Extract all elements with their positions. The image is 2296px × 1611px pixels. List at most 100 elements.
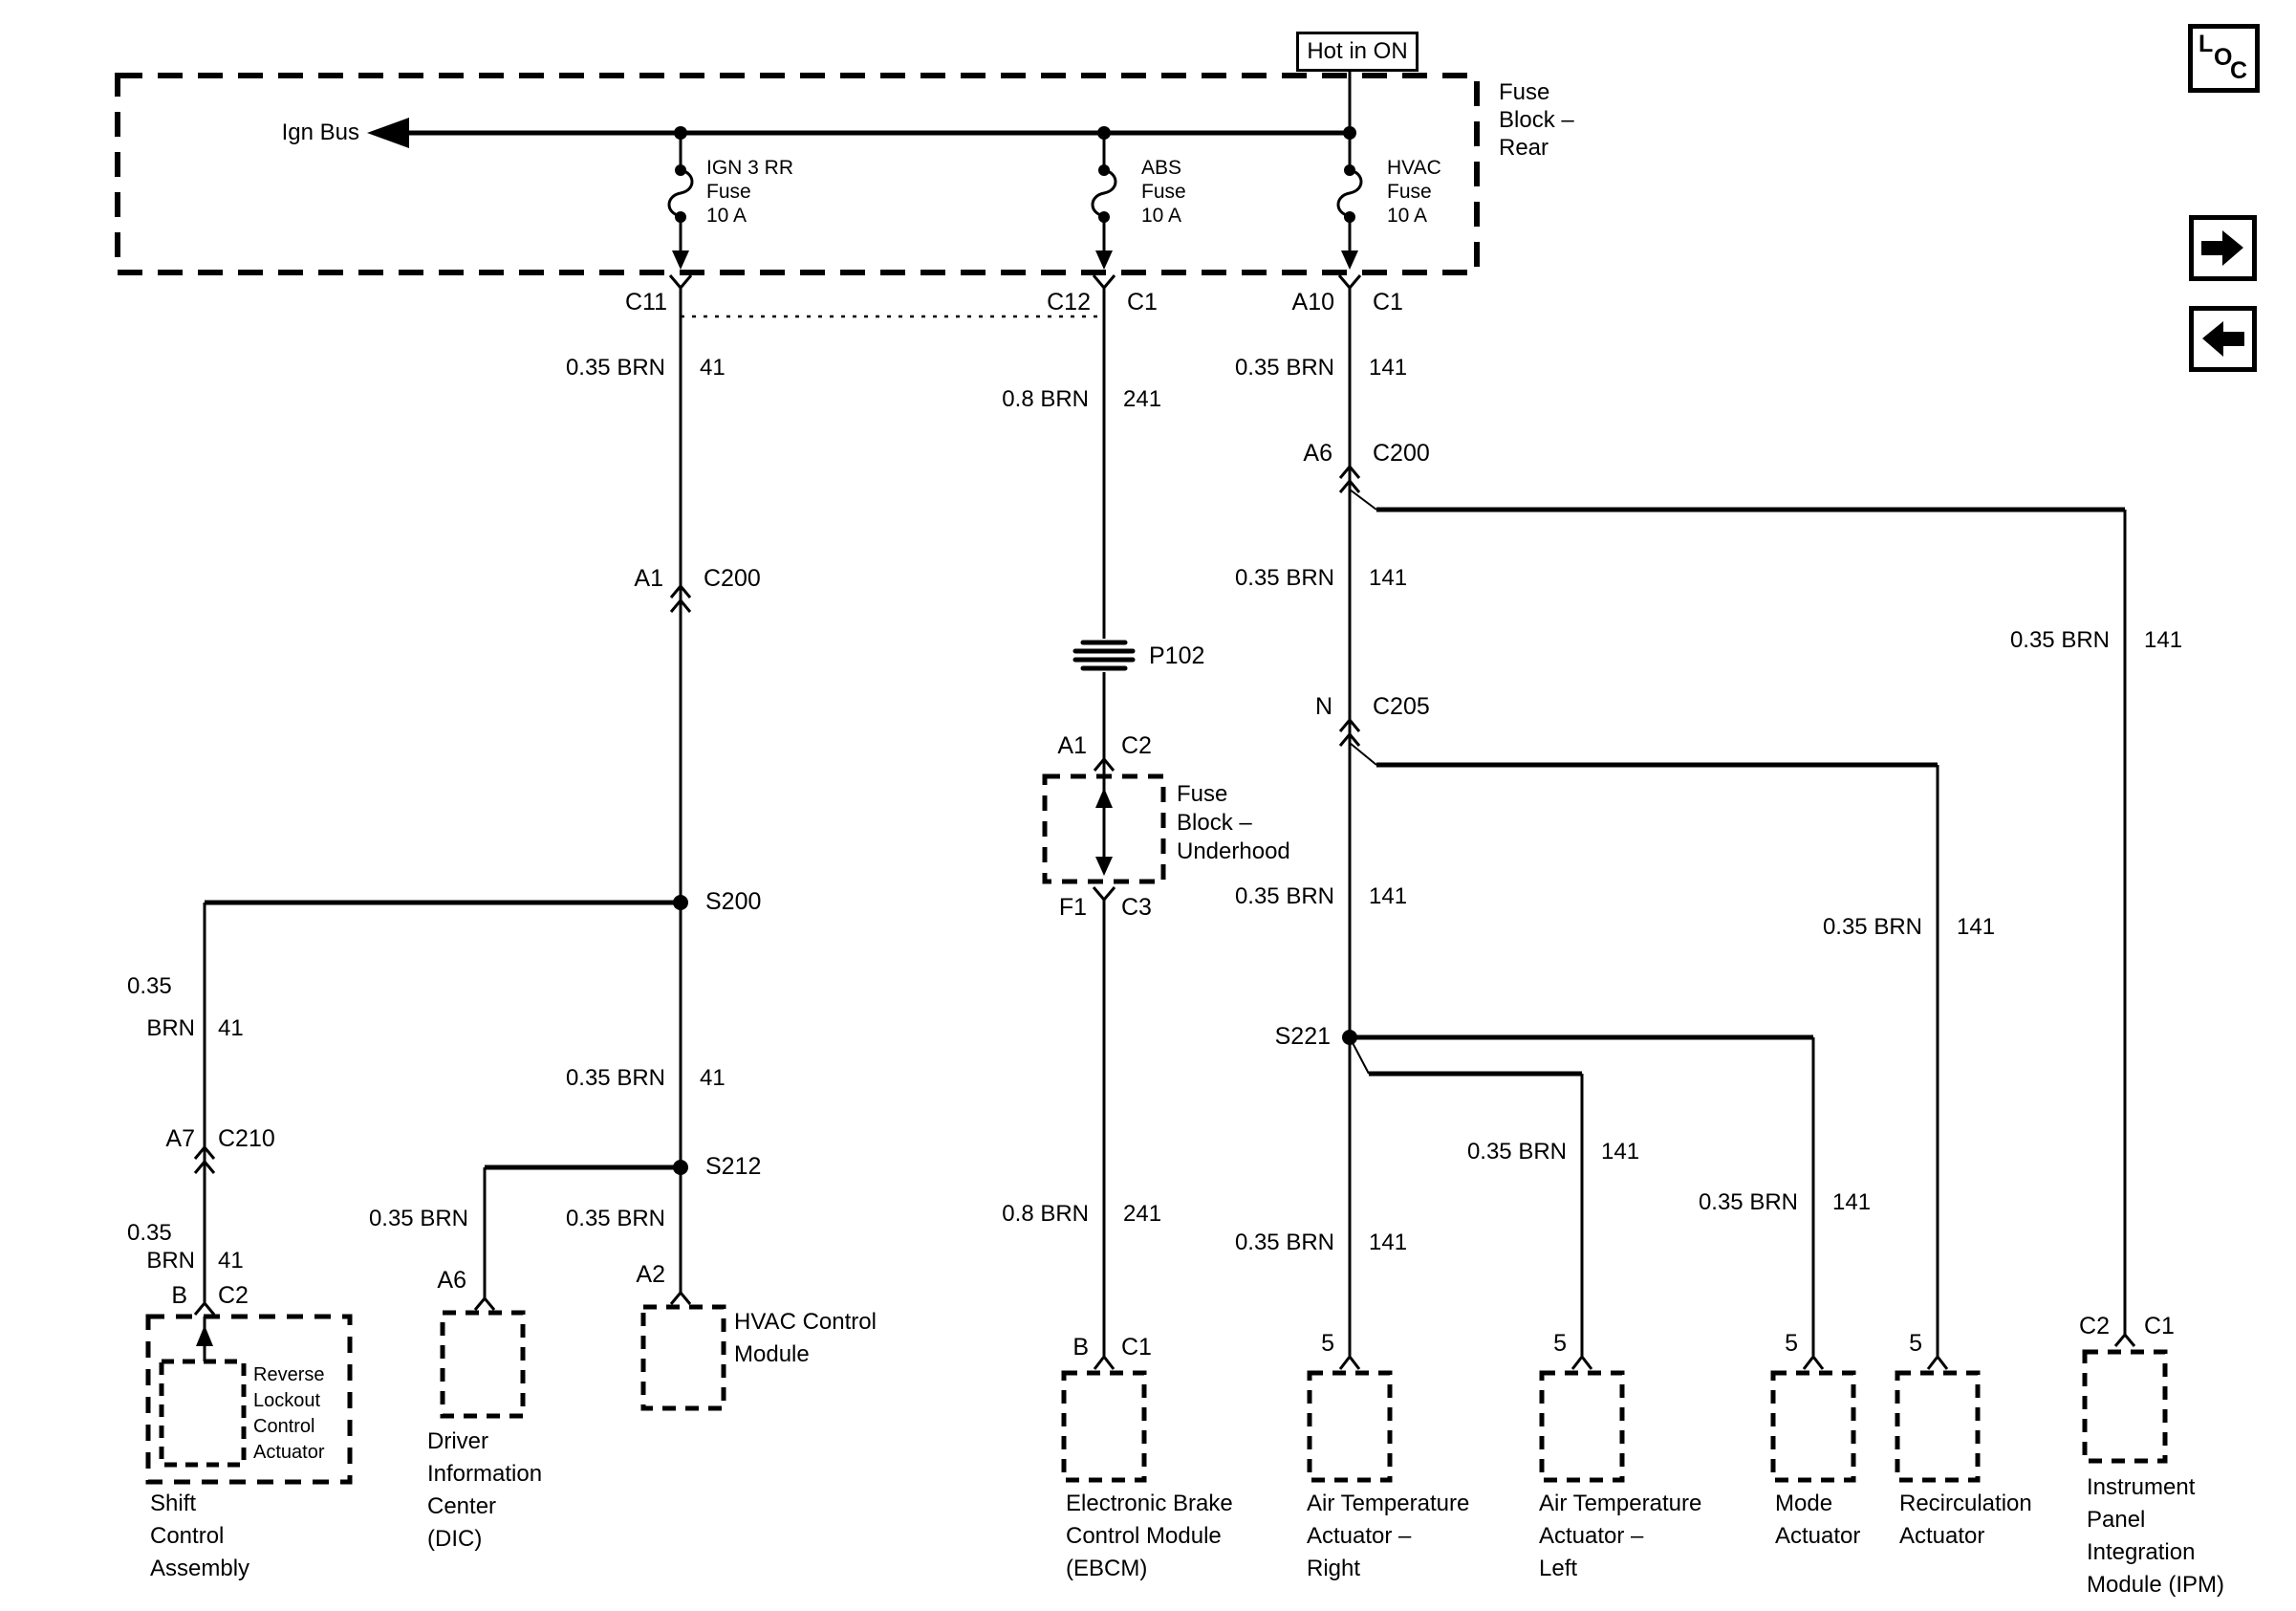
- hvac-module-label-1: HVAC Control: [732, 1309, 878, 1335]
- underhood-label-1: Fuse: [1175, 781, 1230, 807]
- reverse-lockout-label-1: Reverse: [251, 1364, 327, 1385]
- ign-bus-label: Ign Bus: [279, 120, 361, 145]
- connector-c11-label: C11: [622, 289, 669, 316]
- fuse-hvac-symbol: [1336, 133, 1363, 291]
- dic-module-label-1: Driver: [425, 1428, 490, 1454]
- connector-a7-c210-pin: A7: [163, 1125, 197, 1152]
- hvac-module-label-2: Module: [732, 1341, 812, 1367]
- wire-label-141-circuit: 141: [1367, 355, 1410, 381]
- wire-label-41-gauge: 0.35 BRN: [563, 355, 667, 381]
- left-arrow-icon: [2202, 321, 2244, 357]
- reverse-lockout-label-2: Lockout: [251, 1390, 323, 1411]
- reverse-lockout-actuator-outline: [159, 1359, 247, 1468]
- wire-label-branch-low-gauge2: BRN: [144, 1248, 197, 1274]
- ebcm-module-label-2: Control Module: [1064, 1523, 1224, 1549]
- recirculation-actuator-outline: [1895, 1370, 1981, 1483]
- fuse-abs-label-3: 10 A: [1139, 205, 1184, 228]
- wire-label-41-circuit: 41: [698, 355, 727, 381]
- hvac-control-module-outline: [640, 1304, 726, 1411]
- fuse-hvac-label-2: Fuse: [1385, 181, 1434, 204]
- wire-label-atl-gauge: 0.35 BRN: [1464, 1139, 1569, 1165]
- connector-c12-conn: C1: [1125, 289, 1159, 316]
- connector-n-c205-conn: C205: [1371, 693, 1432, 720]
- wire-label-ipm-circuit: 141: [2142, 627, 2185, 653]
- wire-label-mode-circuit: 141: [1830, 1189, 1874, 1215]
- previous-page-button[interactable]: [2189, 306, 2257, 372]
- connector-c12-pin: C12: [1045, 289, 1093, 316]
- connector-pin5-recirc: 5: [1907, 1330, 1924, 1357]
- wire-label-mode-gauge: 0.35 BRN: [1696, 1189, 1800, 1215]
- dic-outline: [440, 1310, 526, 1419]
- wire-label-c205-gauge: 0.35 BRN: [1232, 883, 1336, 909]
- wire-label-atr-circuit: 141: [1367, 1230, 1410, 1255]
- right-arrow-icon: [2201, 230, 2243, 266]
- wire-label-branch-up-gauge1: 0.35: [125, 973, 174, 999]
- wire-label-c205-circuit: 141: [1367, 883, 1410, 909]
- dic-module-label-4: (DIC): [425, 1526, 485, 1552]
- splice-s221-label: S221: [1272, 1023, 1332, 1050]
- shift-module-label-3: Assembly: [148, 1556, 252, 1581]
- reverse-lockout-label-4: Actuator: [251, 1442, 327, 1463]
- fuse-ign3rr-symbol: [667, 133, 694, 291]
- connector-a6-dic-pin: A6: [435, 1267, 468, 1294]
- connector-b-c1-pin: B: [1071, 1334, 1091, 1361]
- wire-label-a6-gauge: 0.35 BRN: [1232, 565, 1336, 591]
- wire-label-241-circuit: 241: [1121, 386, 1164, 412]
- ipm-module-label-3: Integration: [2085, 1539, 2198, 1565]
- connector-a6-c200-pin: A6: [1301, 440, 1334, 467]
- connector-pin5-atl: 5: [1551, 1330, 1569, 1357]
- fuse-block-rear-label-1: Fuse: [1497, 79, 1552, 105]
- atl-module-label-2: Actuator –: [1537, 1523, 1646, 1549]
- mode-module-label-1: Mode: [1773, 1491, 1835, 1516]
- fuse-abs-symbol: [1091, 133, 1117, 291]
- fuse-ign3rr-label-1: IGN 3 RR: [704, 157, 796, 180]
- atr-module-label-2: Actuator –: [1305, 1523, 1414, 1549]
- loc-button[interactable]: L O C: [2188, 24, 2260, 93]
- wire-label-s200-gauge: 0.35 BRN: [563, 1065, 667, 1091]
- ign-bus-arrowhead: [367, 118, 409, 148]
- p102-pass-through-symbol: [1072, 640, 1136, 671]
- loc-letter-l: L: [2199, 31, 2214, 57]
- atl-module-label-1: Air Temperature: [1537, 1491, 1704, 1516]
- wire-label-branch-low-gauge1: 0.35: [125, 1220, 174, 1246]
- connector-c2-c1-conn: C1: [2142, 1313, 2177, 1339]
- wire-label-a6-circuit: 141: [1367, 565, 1410, 591]
- connector-f1-c3-conn: C3: [1119, 894, 1154, 921]
- ebcm-module-label-1: Electronic Brake: [1064, 1491, 1235, 1516]
- atl-module-label-3: Left: [1537, 1556, 1580, 1581]
- dic-module-label-3: Center: [425, 1493, 499, 1519]
- wire-recirc-diagonal: [1349, 742, 1377, 766]
- dic-module-label-2: Information: [425, 1461, 545, 1487]
- loc-letter-o: O: [2214, 44, 2233, 71]
- fuse-block-underhood-outline: [1042, 773, 1166, 884]
- next-page-button[interactable]: [2189, 215, 2257, 281]
- connector-f1-c3-pin: F1: [1056, 894, 1089, 921]
- connector-b-c1-conn: C1: [1119, 1334, 1154, 1361]
- wire-label-a2-gauge: 0.35 BRN: [563, 1206, 667, 1231]
- wire-label-recirc-gauge: 0.35 BRN: [1820, 914, 1924, 940]
- connector-a1-c2-pin: A1: [1055, 732, 1089, 759]
- ipm-module-label-1: Instrument: [2085, 1474, 2198, 1500]
- connector-a1-c200-pin: A1: [632, 565, 665, 592]
- air-temp-left-outline: [1539, 1370, 1625, 1483]
- wire-label-ebcm-gauge: 0.8 BRN: [1000, 1201, 1091, 1227]
- atr-module-label-1: Air Temperature: [1305, 1491, 1472, 1516]
- mode-module-label-2: Actuator: [1773, 1523, 1863, 1549]
- connector-a10-pin: A10: [1289, 289, 1336, 316]
- wire-label-dic-gauge: 0.35 BRN: [366, 1206, 470, 1231]
- underhood-label-3: Underhood: [1175, 838, 1292, 864]
- connector-a1-c200-conn: C200: [702, 565, 763, 592]
- splice-p102-label: P102: [1147, 642, 1207, 669]
- fuse-hvac-label-3: 10 A: [1385, 205, 1430, 228]
- hot-in-on-label: Hot in ON: [1307, 38, 1408, 64]
- wire-atl-diagonal: [1349, 1036, 1370, 1075]
- connector-b-c2-pin: B: [169, 1282, 189, 1309]
- connector-a10-conn: C1: [1371, 289, 1405, 316]
- reverse-lockout-label-3: Control: [251, 1416, 317, 1437]
- recirc-module-label-2: Actuator: [1897, 1523, 1987, 1549]
- splice-s212-label: S212: [704, 1153, 764, 1180]
- fuse-block-rear-outline: [115, 73, 1480, 275]
- mode-actuator-outline: [1770, 1370, 1856, 1483]
- connector-b-c2-conn: C2: [216, 1282, 250, 1309]
